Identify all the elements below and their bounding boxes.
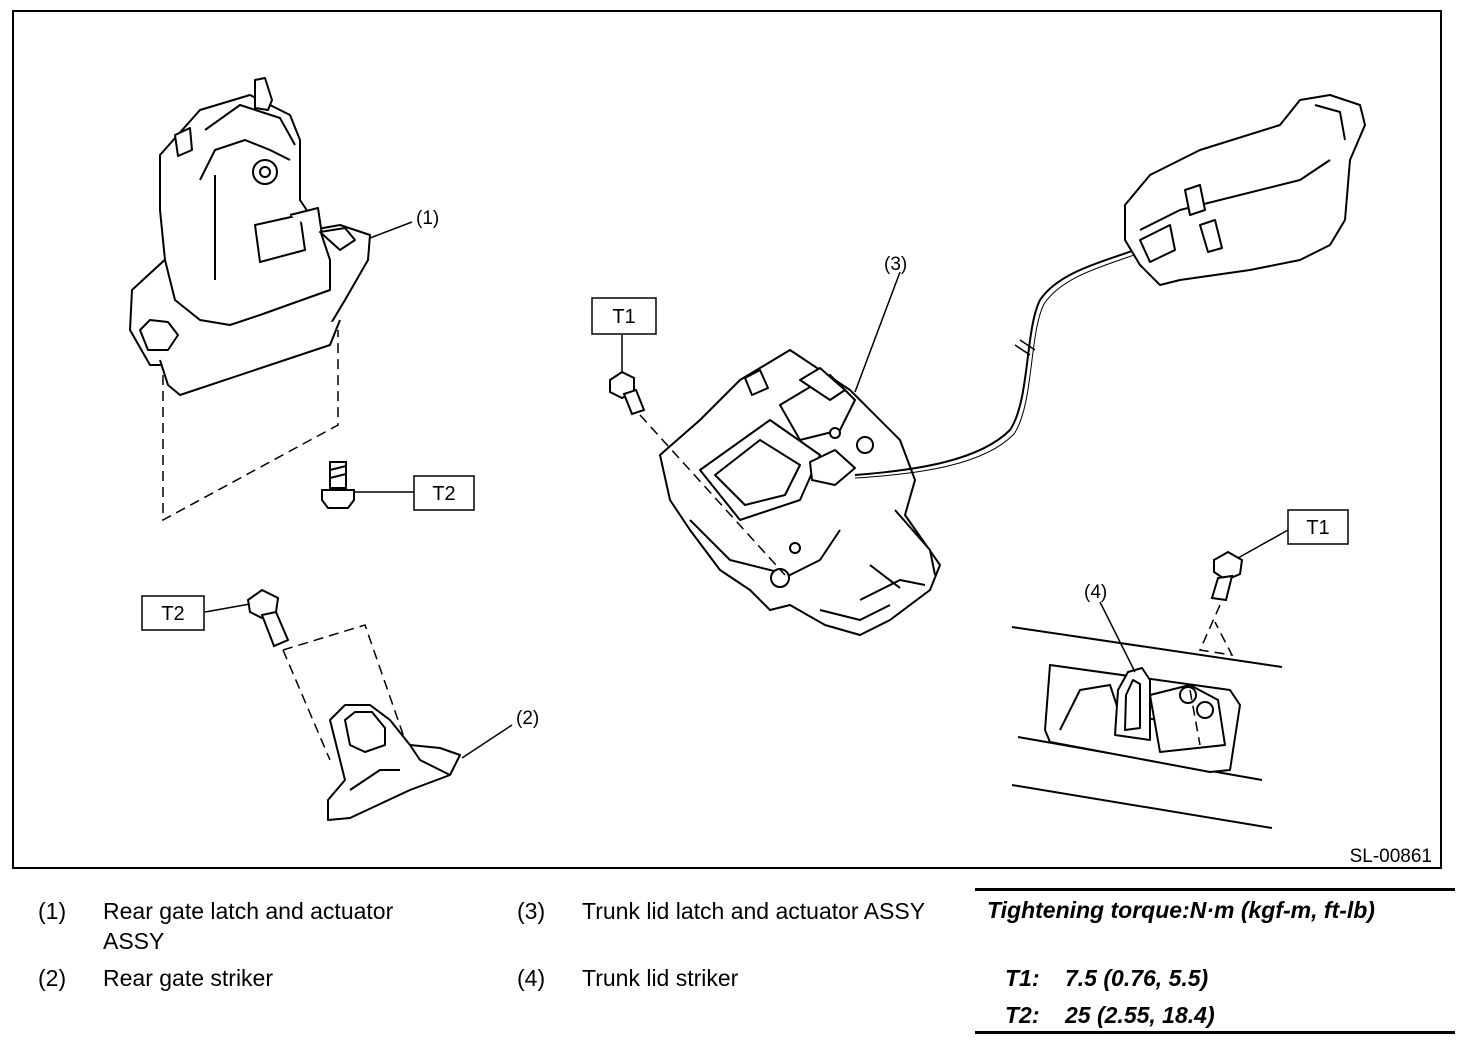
- torque-tag-t1-center-label: T1: [612, 306, 635, 328]
- torque-tag-t2-upper-label: T2: [432, 483, 455, 505]
- torque-key-t1: T1:: [1005, 965, 1040, 991]
- callout-1: (1): [416, 208, 439, 229]
- torque-table-heading: Tightening torque:N·m (kgf-m, ft-lb): [987, 897, 1375, 923]
- torque-tag-t2-lower-label: T2: [161, 603, 184, 625]
- callout-3: (3): [884, 254, 907, 275]
- torque-table-bottom-rule: [975, 1031, 1455, 1034]
- legend-text-1: Rear gate latch and actuator: [103, 898, 394, 924]
- torque-tag-t1-right-label: T1: [1306, 517, 1329, 539]
- legend-text-4: Trunk lid striker: [582, 965, 739, 991]
- trunk-lid-striker: [1114, 667, 1226, 753]
- rear-gate-latch-actuator: [129, 77, 371, 396]
- rear-gate-striker: [327, 704, 461, 821]
- legend-text-1b: ASSY: [103, 928, 165, 954]
- legend-text-3: Trunk lid latch and actuator ASSY: [582, 898, 926, 924]
- torque-table-top-rule: [975, 888, 1455, 891]
- trunk-lid-latch-actuator: [659, 349, 941, 636]
- torque-value-t1: 7.5 (0.76, 5.5): [1065, 965, 1209, 991]
- torque-tag-t2-upper: [413, 475, 475, 511]
- legend-text-2: Rear gate striker: [103, 965, 274, 991]
- legend-num-2: (2): [38, 965, 67, 991]
- exploded-diagram: T2 (1) T2 (2): [12, 10, 1442, 869]
- legend-num-4: (4): [517, 965, 546, 991]
- bolt-t1-center: [609, 370, 646, 416]
- torque-tag-t1-center: [591, 297, 657, 335]
- mounting-guide-1: [162, 330, 339, 522]
- diagram-frame: [12, 10, 1442, 869]
- legend-num-3: (3): [517, 898, 546, 924]
- figure-id: SL-00861: [1350, 846, 1432, 867]
- mounting-guide-2: [282, 624, 406, 761]
- bolt-t2-lower: [246, 588, 290, 648]
- callout-2: (2): [516, 708, 539, 729]
- bolt-t2-upper: [321, 461, 355, 509]
- torque-value-t2: 25 (2.55, 18.4): [1065, 1002, 1215, 1028]
- torque-key-t2: T2:: [1005, 1002, 1040, 1028]
- torque-tag-t1-right: [1287, 509, 1349, 545]
- release-handle: [1124, 94, 1366, 286]
- callout-4: (4): [1084, 582, 1107, 603]
- release-cable: [854, 247, 1141, 476]
- bolt-t1-right: [1210, 550, 1244, 602]
- legend-num-1: (1): [38, 898, 67, 924]
- torque-tag-t2-lower: [141, 595, 205, 631]
